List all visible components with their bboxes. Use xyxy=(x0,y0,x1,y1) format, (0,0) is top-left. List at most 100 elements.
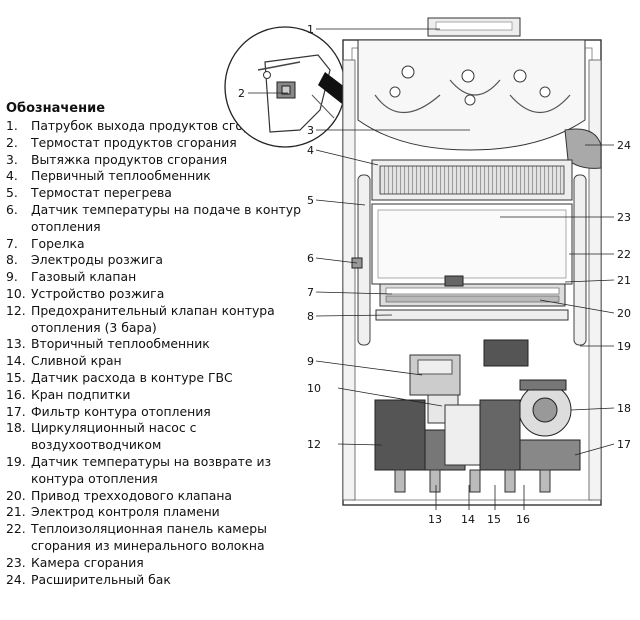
legend-title: Обозначение xyxy=(6,101,106,116)
callout-12: 12 xyxy=(307,438,321,451)
callout-20: 20 xyxy=(617,307,631,320)
legend-item-number: 23. xyxy=(6,554,26,570)
legend-item: 1. Патрубок выхода продуктов сгорания xyxy=(6,118,306,135)
callout-24: 24 xyxy=(617,139,631,152)
callout-14: 14 xyxy=(461,513,475,526)
legend-item: 2. Термостат продуктов сгорания xyxy=(6,135,306,152)
legend-item-number: 19. xyxy=(6,453,26,469)
legend-item-text: Циркуляционный насос с воздухоотводчиком xyxy=(31,420,197,453)
legend-item-text: Вытяжка продуктов сгорания xyxy=(31,151,228,167)
legend-item-number: 8. xyxy=(6,252,18,268)
legend-item-text: Сливной кран xyxy=(31,353,122,369)
callout-4: 4 xyxy=(307,144,314,157)
legend-item-text: Датчик температуры на подаче в контур от… xyxy=(31,201,301,234)
callout-16: 16 xyxy=(516,513,530,526)
legend-item-number: 22. xyxy=(6,521,26,537)
legend-item: 16. Кран подпитки xyxy=(6,387,306,404)
legend-item-number: 1. xyxy=(6,118,18,133)
legend-item-number: 14. xyxy=(6,353,26,369)
legend-item-text: Датчик температуры на возврате из контур… xyxy=(31,453,272,486)
legend-item-text: Датчик расхода в контуре ГВС xyxy=(31,369,233,385)
legend-item-number: 18. xyxy=(6,420,26,436)
legend-item: 22. Теплоизоляционная панель камеры сгора… xyxy=(6,521,306,555)
legend-item-number: 4. xyxy=(6,168,18,184)
legend-item-number: 13. xyxy=(6,336,26,352)
leader-lines xyxy=(248,28,615,510)
boiler-body xyxy=(342,17,602,506)
callout-22: 22 xyxy=(617,248,631,261)
callout-18: 18 xyxy=(617,402,631,415)
legend-item-number: 7. xyxy=(6,235,18,251)
legend-item-number: 21. xyxy=(6,504,26,520)
legend-item-text: Газовый клапан xyxy=(31,269,137,285)
legend-item: 21. Электрод контроля пламени xyxy=(6,504,306,521)
legend-item: 13. Вторичный теплообменник xyxy=(6,336,306,353)
callout-21: 21 xyxy=(617,274,631,287)
callout-8: 8 xyxy=(307,310,314,323)
legend-item: 9. Газовый клапан xyxy=(6,269,306,286)
legend-item: 24. Расширительный бак xyxy=(6,572,306,589)
legend-item-text: Патрубок выхода продуктов сгорания xyxy=(31,118,283,133)
legend-item-number: 17. xyxy=(6,403,26,419)
legend-item-number: 12. xyxy=(6,302,26,318)
legend-item: 5. Термостат перегрева xyxy=(6,185,306,202)
legend-item: 12. Предохранительный клапан контура отоп… xyxy=(6,303,306,337)
legend-item: 15. Датчик расхода в контуре ГВС xyxy=(6,370,306,387)
legend-item-text: Горелка xyxy=(31,235,85,251)
legend-item: 17. Фильтр контура отопления xyxy=(6,404,306,421)
legend-item-text: Кран подпитки xyxy=(31,386,131,402)
callout-7: 7 xyxy=(307,286,314,299)
legend-item-text: Термостат продуктов сгорания xyxy=(31,134,237,150)
legend-item-text: Устройство розжига xyxy=(31,285,165,301)
legend-item-text: Первичный теплообменник xyxy=(31,168,211,184)
inset-detail xyxy=(224,26,375,148)
legend-item-number: 15. xyxy=(6,369,26,385)
legend-item-text: Теплоизоляционная панель камеры сгорания… xyxy=(31,521,267,553)
callout-10: 10 xyxy=(307,382,321,395)
callout-labels: 1 2 3 4 5 6 7 8 9 10 12 13 14 15 16 17 1… xyxy=(238,23,631,526)
legend-item: 7. Горелка xyxy=(6,236,306,253)
legend-item: 18. Циркуляционный насос с воздухоотводчи… xyxy=(6,420,306,454)
legend-item: 10. Устройство розжига xyxy=(6,286,306,303)
callout-6: 6 xyxy=(307,252,314,265)
callout-13: 13 xyxy=(428,513,442,526)
callout-19: 19 xyxy=(617,340,631,353)
legend-item-text: Термостат перегрева xyxy=(31,185,172,201)
legend-item-number: 5. xyxy=(6,185,18,201)
legend-item-text: Электрод контроля пламени xyxy=(31,504,220,520)
callout-15: 15 xyxy=(487,513,501,526)
callout-3: 3 xyxy=(307,124,314,137)
legend-item-number: 3. xyxy=(6,151,18,167)
legend-item: 4. Первичный теплообменник xyxy=(6,168,306,185)
callout-2: 2 xyxy=(238,87,245,100)
legend-item-number: 16. xyxy=(6,386,26,402)
callout-23: 23 xyxy=(617,211,631,224)
legend-item: 20. Привод трехходового клапана xyxy=(6,488,306,505)
legend-item-text: Камера сгорания xyxy=(31,554,144,570)
legend-item-text: Предохранительный клапан контура отоплен… xyxy=(31,302,275,335)
legend-item-text: Привод трехходового клапана xyxy=(31,487,233,503)
legend-item-number: 20. xyxy=(6,487,26,503)
legend-item-text: Фильтр контура отопления xyxy=(31,403,211,419)
callout-1: 1 xyxy=(307,23,314,36)
legend-item-text: Вторичный теплообменник xyxy=(31,336,210,352)
legend-list: 1. Патрубок выхода продуктов сгорания 2. Те… xyxy=(6,118,306,588)
legend-item: 6. Датчик температуры на подаче в контур … xyxy=(6,202,306,236)
legend-item-text: Электроды розжига xyxy=(31,252,163,268)
legend: Обозначение 1. Патрубок выхода продуктов … xyxy=(6,100,306,588)
callout-9: 9 xyxy=(307,355,314,368)
legend-item: 14. Сливной кран xyxy=(6,353,306,370)
legend-item-number: 10. xyxy=(6,285,26,301)
legend-item-number: 2. xyxy=(6,134,18,150)
callout-17: 17 xyxy=(617,438,631,451)
legend-item: 8. Электроды розжига xyxy=(6,252,306,269)
legend-item: 23. Камера сгорания xyxy=(6,555,306,572)
legend-item: 19. Датчик температуры на возврате из кон… xyxy=(6,454,306,488)
callout-5: 5 xyxy=(307,194,314,207)
legend-item-number: 6. xyxy=(6,201,18,217)
legend-item-number: 9. xyxy=(6,269,18,285)
legend-item-number: 24. xyxy=(6,571,26,587)
legend-item: 3. Вытяжка продуктов сгорания xyxy=(6,152,306,169)
legend-item-text: Расширительный бак xyxy=(31,571,171,587)
